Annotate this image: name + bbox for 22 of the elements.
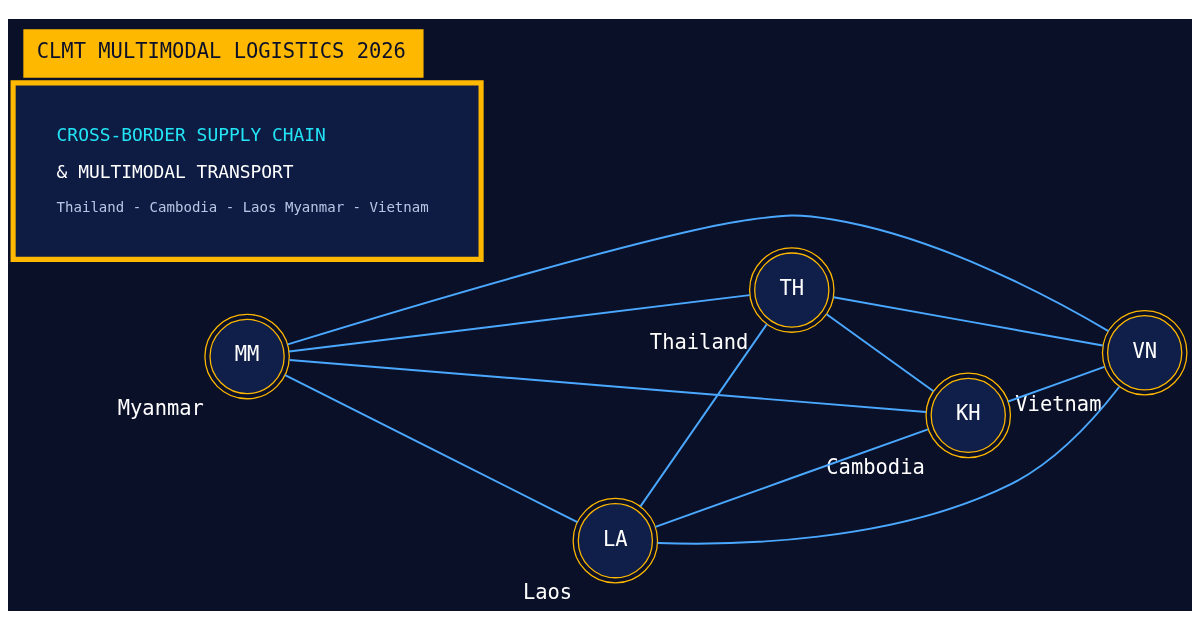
connector — [639, 323, 768, 508]
connector — [654, 428, 929, 528]
node-circle: VN — [1101, 309, 1188, 396]
node-label: Myanmar — [117, 396, 204, 421]
node-box: CROSS-BORDER SUPPLY CHAIN & MULTIMODAL TRANSPORT Thailand - Cambodia - Laos Myanmar - Vietnam — [10, 80, 484, 262]
node-circle: KH — [925, 372, 1012, 459]
node-label: Laos — [522, 580, 573, 605]
connector — [284, 374, 579, 524]
node-label: Thailand — [649, 329, 749, 354]
node-label: Cambodia — [826, 454, 925, 479]
connector — [286, 214, 1110, 346]
connector — [656, 386, 1121, 545]
node-label: Vietnam — [1015, 392, 1102, 417]
node-circle: LA — [572, 497, 659, 584]
connector — [832, 296, 1104, 347]
connector — [288, 294, 751, 353]
connector — [825, 313, 935, 393]
node-circle: TH — [748, 247, 835, 333]
connector — [1007, 365, 1106, 403]
node-circle: MM — [204, 313, 290, 400]
diagram-title: CLMT MULTIMODAL LOGISTICS 2026 — [36, 39, 406, 64]
connector — [288, 358, 927, 413]
